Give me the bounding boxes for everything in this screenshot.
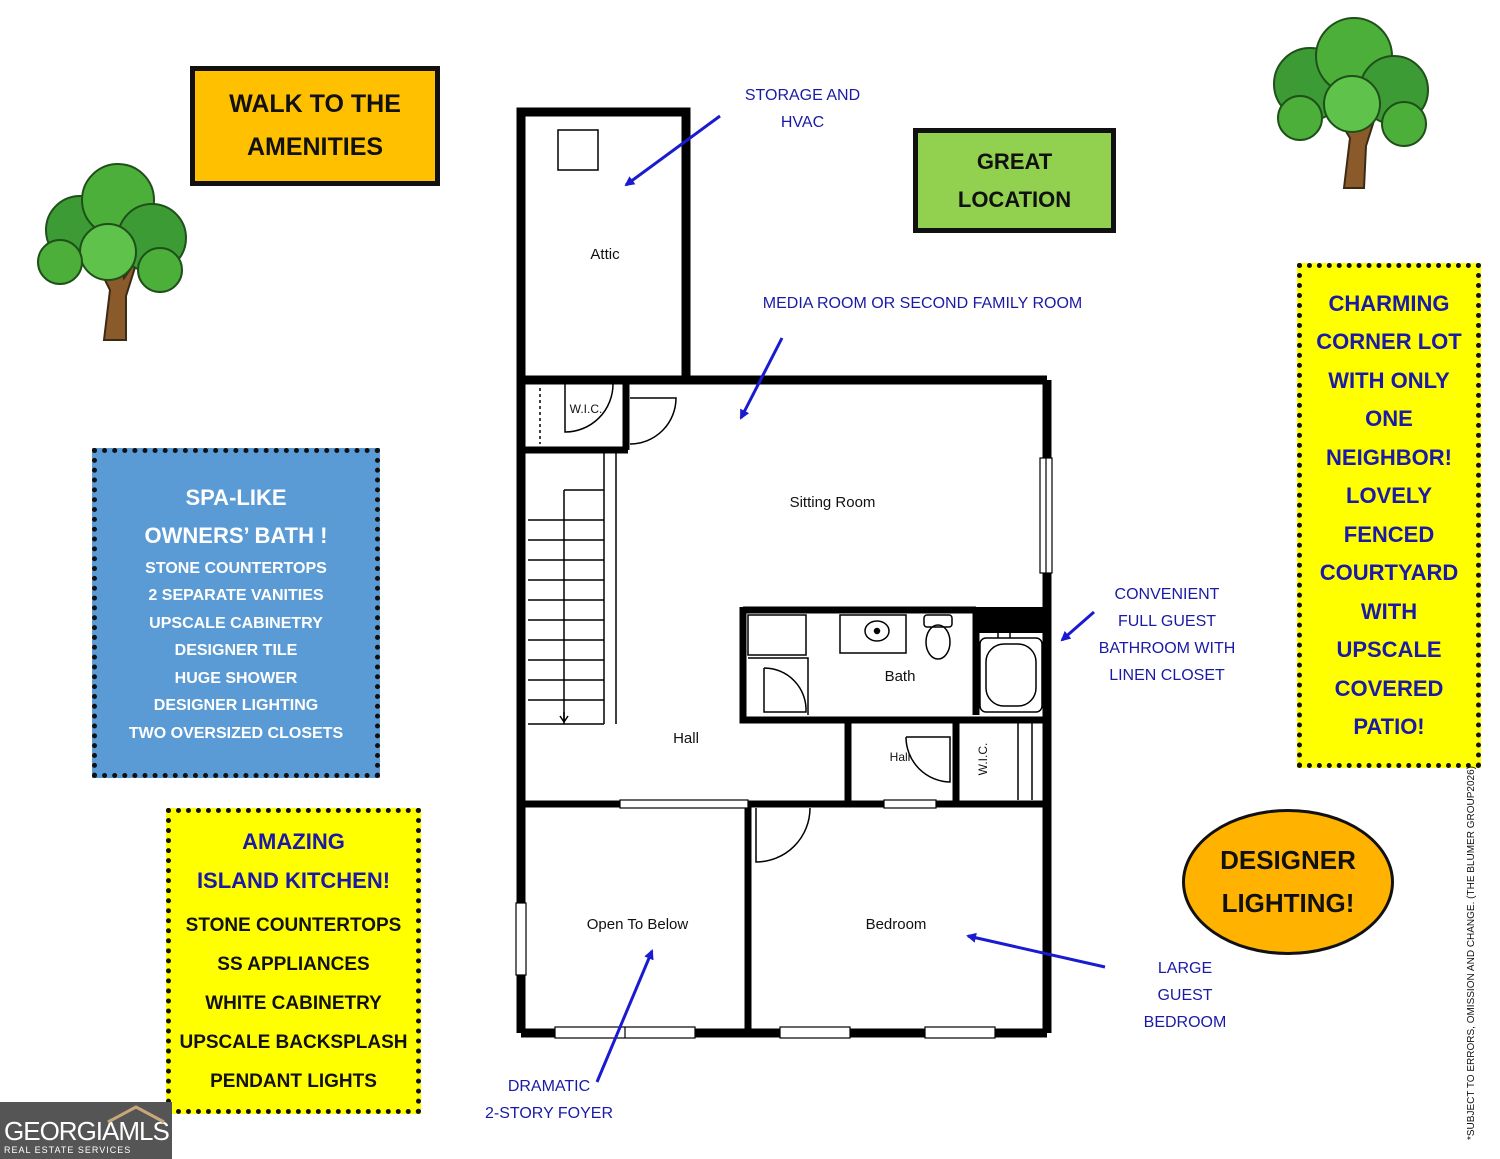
room-label-open-to-below: Open To Below <box>586 916 689 933</box>
note-guest-bedroom: LARGE GUEST BEDROOM <box>1143 960 1227 1031</box>
georgia-mls-logo: GEORGIAMLS REAL ESTATE SERVICES <box>0 1102 172 1159</box>
arrow-media <box>739 337 784 420</box>
room-label-bath: Bath <box>884 668 916 685</box>
callout-island-kitchen: AMAZING ISLAND KITCHEN! STONE COUNTERTOP… <box>166 808 421 1114</box>
room-label-attic: Attic <box>590 246 620 263</box>
room-label-hall: Hall <box>673 730 699 747</box>
attic-hatch <box>557 129 599 171</box>
logo-sub-text: REAL ESTATE SERVICES <box>4 1145 132 1155</box>
callout-great-location: GREAT LOCATION <box>913 128 1116 233</box>
tree-icon <box>1273 17 1429 189</box>
room-label-sitting-room: Sitting Room <box>789 494 876 511</box>
callout-walk-to-amenities: WALK TO THE AMENITIES <box>190 66 440 186</box>
windows <box>515 457 1053 1039</box>
room-label-wic-right: W.I.C. <box>976 742 990 776</box>
callout-spa-owners-bath: SPA-LIKE OWNERS’ BATH ! STONE COUNTERTOP… <box>92 448 380 778</box>
staircase <box>528 452 617 725</box>
note-media-room: MEDIA ROOM OR SECOND FAMILY ROOM <box>762 295 1083 312</box>
attic-walls <box>516 107 691 380</box>
room-label-bedroom: Bedroom <box>865 916 927 933</box>
bath-fixtures <box>747 614 1043 715</box>
wic-top-door <box>539 383 677 445</box>
arrow-foyer <box>595 949 654 1083</box>
note-guest-bath: CONVENIENT FULL GUEST BATHROOM WITH LINE… <box>1098 586 1236 684</box>
small-hall-doors <box>888 717 1033 800</box>
arrow-bedroom <box>966 932 1106 969</box>
tree-icon <box>37 163 187 341</box>
disclaimer-text: *SUBJECT TO ERRORS, OMISSION AND CHANGE.… <box>1466 766 1477 1140</box>
note-foyer: DRAMATIC 2-STORY FOYER <box>484 1078 614 1122</box>
callout-corner-lot: CHARMING CORNER LOT WITH ONLY ONE NEIGHB… <box>1297 263 1481 768</box>
room-label-wic-top: W.I.C. <box>569 402 603 416</box>
bedroom-door <box>755 807 811 863</box>
roof-icon <box>107 1105 165 1124</box>
main-walls <box>516 375 1052 1038</box>
arrow-storage <box>624 114 721 187</box>
arrow-bath <box>1060 610 1095 642</box>
logo-main-text: GEORGIAMLS <box>4 1116 170 1146</box>
linen-closet-block <box>976 607 1047 633</box>
callout-arrows <box>595 114 1106 1083</box>
callout-designer-lighting: DESIGNER LIGHTING! <box>1182 809 1394 955</box>
note-storage: STORAGE AND HVAC <box>744 87 861 131</box>
room-label-hall-small: Hall <box>889 750 911 764</box>
